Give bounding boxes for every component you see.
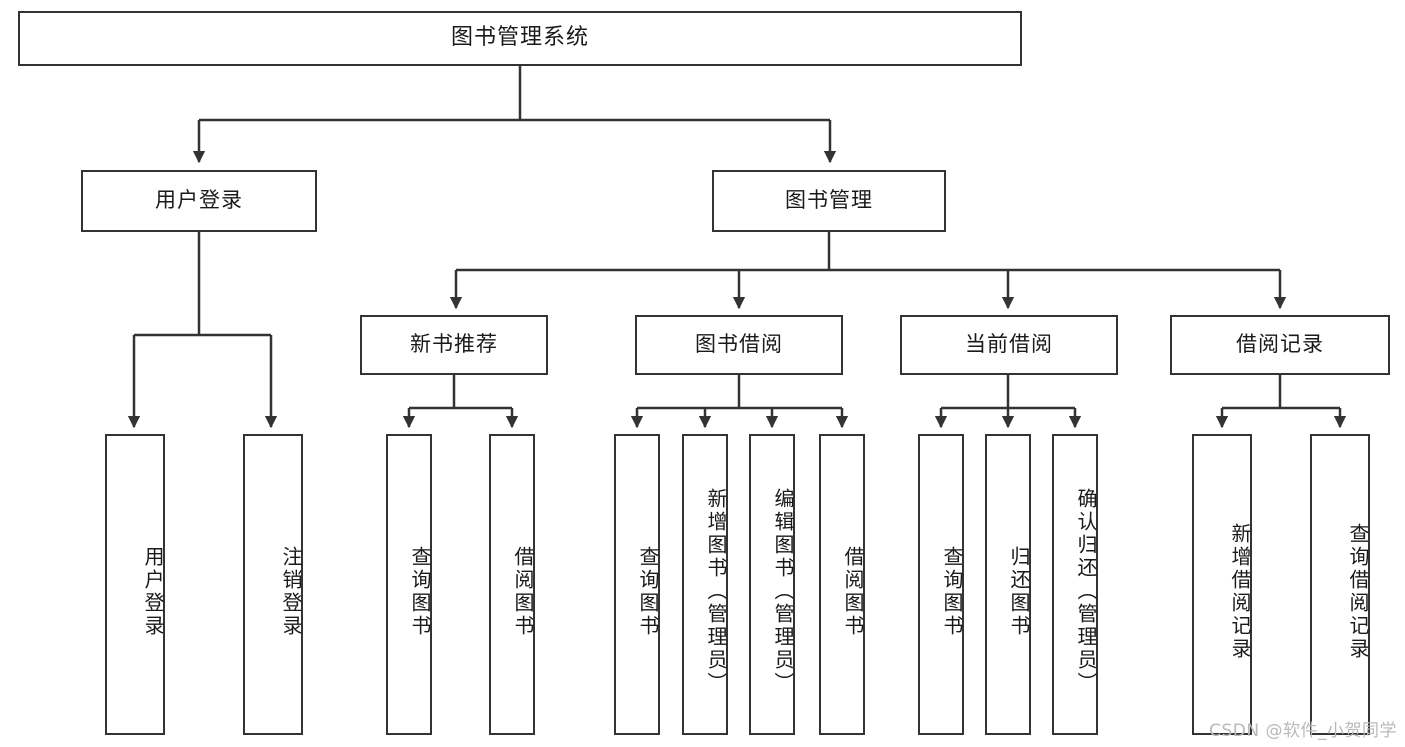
leaf-record-add[interactable]: 新增借阅记录 <box>1192 434 1252 735</box>
node-new-book-recommend[interactable]: 新书推荐 <box>360 315 548 375</box>
leaf-logout[interactable]: 注销登录 <box>243 434 303 735</box>
leaf-recommend-query-book-label: 查询图书 <box>408 545 432 638</box>
leaf-borrow-add-book[interactable]: 新增图书（管理员） <box>682 434 728 735</box>
leaf-current-return-book-label: 归还图书 <box>1007 545 1031 638</box>
leaf-recommend-query-book[interactable]: 查询图书 <box>386 434 432 735</box>
leaf-current-query-book-label: 查询图书 <box>940 545 964 638</box>
leaf-record-query-label: 查询借阅记录 <box>1346 522 1370 661</box>
node-current-borrow-label: 当前借阅 <box>965 332 1053 357</box>
node-book-borrow[interactable]: 图书借阅 <box>635 315 843 375</box>
node-book-management[interactable]: 图书管理 <box>712 170 946 232</box>
node-new-book-recommend-label: 新书推荐 <box>410 332 498 357</box>
leaf-recommend-borrow-book[interactable]: 借阅图书 <box>489 434 535 735</box>
leaf-current-return-book[interactable]: 归还图书 <box>985 434 1031 735</box>
node-root[interactable]: 图书管理系统 <box>18 11 1022 66</box>
leaf-logout-label: 注销登录 <box>279 545 303 638</box>
leaf-borrow-borrow-book-label: 借阅图书 <box>841 545 865 638</box>
leaf-user-login-label: 用户登录 <box>141 545 165 638</box>
leaf-borrow-query-book-label: 查询图书 <box>636 545 660 638</box>
node-borrow-records-label: 借阅记录 <box>1236 332 1324 357</box>
node-book-borrow-label: 图书借阅 <box>695 332 783 357</box>
leaf-borrow-edit-book-label: 编辑图书（管理员） <box>771 488 795 695</box>
leaf-borrow-edit-book[interactable]: 编辑图书（管理员） <box>749 434 795 735</box>
leaf-current-query-book[interactable]: 查询图书 <box>918 434 964 735</box>
leaf-borrow-add-book-label: 新增图书（管理员） <box>704 488 728 695</box>
node-user-login[interactable]: 用户登录 <box>81 170 317 232</box>
node-current-borrow[interactable]: 当前借阅 <box>900 315 1118 375</box>
leaf-current-confirm-return[interactable]: 确认归还（管理员） <box>1052 434 1098 735</box>
node-root-label: 图书管理系统 <box>450 25 589 51</box>
leaf-record-query[interactable]: 查询借阅记录 <box>1310 434 1370 735</box>
leaf-record-add-label: 新增借阅记录 <box>1228 522 1252 661</box>
csdn-watermark: CSDN @软件_小贺同学 <box>1209 721 1397 741</box>
leaf-user-login[interactable]: 用户登录 <box>105 434 165 735</box>
node-borrow-records[interactable]: 借阅记录 <box>1170 315 1390 375</box>
leaf-borrow-query-book[interactable]: 查询图书 <box>614 434 660 735</box>
node-user-login-label: 用户登录 <box>155 188 243 213</box>
leaf-current-confirm-return-label: 确认归还（管理员） <box>1074 488 1098 695</box>
leaf-borrow-borrow-book[interactable]: 借阅图书 <box>819 434 865 735</box>
leaf-recommend-borrow-book-label: 借阅图书 <box>511 545 535 638</box>
node-book-management-label: 图书管理 <box>785 188 873 213</box>
